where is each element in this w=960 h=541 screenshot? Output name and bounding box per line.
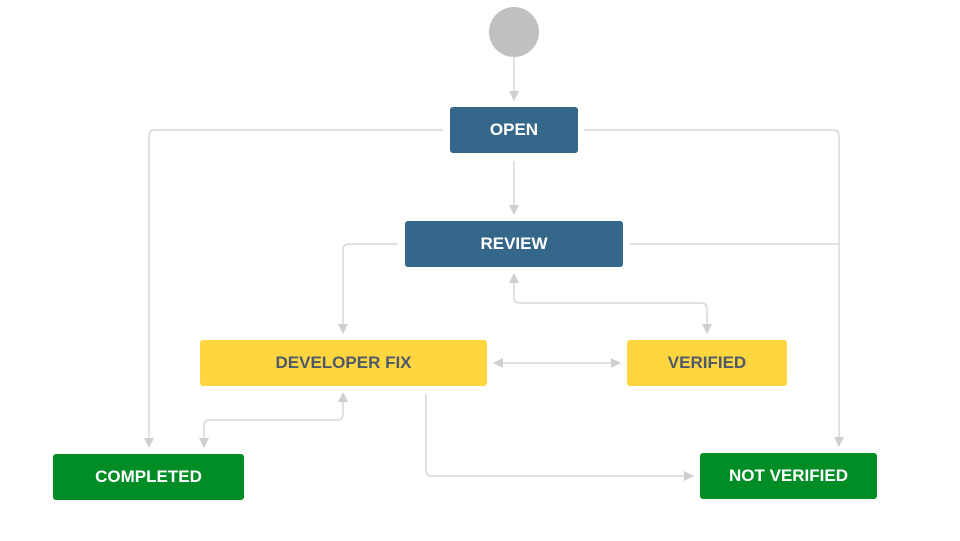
- status-developer-fix[interactable]: DEVELOPER FIX: [200, 340, 487, 386]
- status-open-label: OPEN: [489, 120, 539, 139]
- status-open[interactable]: OPEN: [450, 107, 578, 153]
- status-verified[interactable]: VERIFIED: [627, 340, 787, 386]
- start-node[interactable]: [489, 7, 539, 57]
- status-review-label: REVIEW: [480, 234, 548, 253]
- status-verified-label: VERIFIED: [667, 353, 747, 372]
- status-review[interactable]: REVIEW: [405, 221, 623, 267]
- connector-open-completed[interactable]: [144, 129, 443, 448]
- connector-devfix-notverified[interactable]: [425, 394, 694, 481]
- status-completed-label: COMPLETED: [95, 467, 202, 486]
- status-not-verified[interactable]: NOT VERIFIED: [700, 453, 877, 499]
- status-developer-fix-label: DEVELOPER FIX: [275, 353, 412, 372]
- status-completed[interactable]: COMPLETED: [53, 454, 244, 500]
- connector-review-verified[interactable]: [509, 273, 712, 334]
- connector-open-notverified[interactable]: [584, 129, 844, 447]
- status-not-verified-label: NOT VERIFIED: [728, 466, 848, 485]
- connector-review-devfix[interactable]: [338, 243, 398, 334]
- connector-devfix-completed[interactable]: [199, 392, 348, 448]
